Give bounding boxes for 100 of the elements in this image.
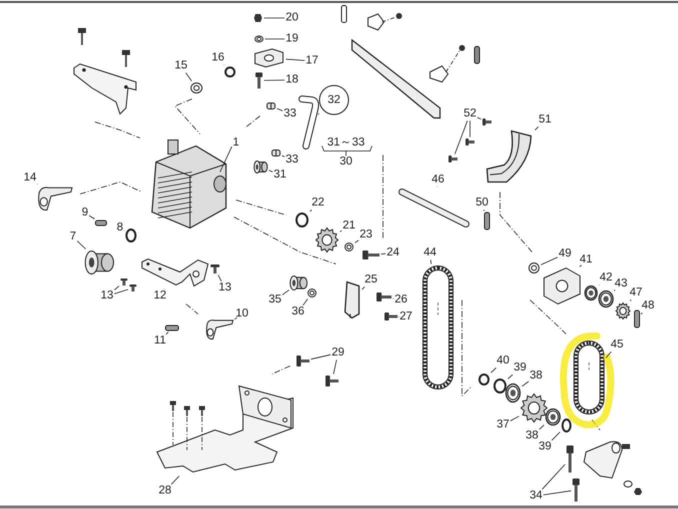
leader-line [354, 240, 359, 244]
leader-line [282, 155, 285, 158]
callout-number: 34 [530, 490, 542, 502]
bolt-drawing [448, 155, 458, 163]
leader-line [218, 274, 222, 282]
leader-line [220, 146, 232, 172]
leader-line [234, 317, 238, 320]
leader-line [540, 256, 558, 266]
callout-number: 23 [360, 229, 372, 241]
leader-line [362, 286, 365, 290]
callout-number: 46 [432, 174, 444, 186]
callout-number: 12 [154, 290, 166, 302]
leader-line [268, 170, 273, 172]
leader-line [276, 108, 283, 112]
washer-drawing [528, 262, 540, 274]
bearing-drawing [584, 285, 598, 301]
bolt-drawing [120, 278, 128, 286]
callout-number: 22 [312, 197, 324, 209]
callout-number: 44 [424, 247, 436, 259]
leader-line [310, 209, 312, 212]
leader-line [185, 72, 192, 82]
callout-number: 19 [286, 33, 298, 45]
snap-ring-drawing [224, 66, 236, 78]
assembly-range-label: 30 [340, 156, 352, 168]
leader-line [579, 264, 582, 268]
callout-number: 36 [292, 306, 304, 318]
leader-line [264, 38, 285, 40]
bolt-drawing [210, 264, 220, 274]
bushing-drawing [290, 275, 308, 291]
plate-drawing [253, 47, 285, 69]
plate-drawing [542, 266, 582, 306]
bushing-drawing [85, 250, 115, 275]
callout-number: 39 [514, 362, 526, 374]
leader-line [76, 240, 86, 250]
leader-line [333, 359, 337, 374]
leader-line [508, 374, 513, 380]
leader-line [477, 117, 482, 120]
leader-line [454, 120, 468, 154]
bolt-drawing [566, 445, 574, 473]
nut-drawing [253, 13, 263, 23]
callout-number: 26 [394, 294, 408, 306]
leader-line [640, 312, 643, 315]
callout-number: 17 [306, 55, 318, 67]
pin-drawing [95, 220, 107, 226]
callout-number: 38 [526, 430, 538, 442]
bolt-drawing [129, 284, 137, 292]
callout-number: 50 [476, 197, 488, 209]
leader-line [543, 490, 572, 496]
leader-line [286, 58, 305, 61]
sprocket-drawing [315, 227, 339, 253]
leader-line [302, 298, 308, 306]
callout-number: 41 [580, 254, 592, 266]
snap-ring-drawing [561, 418, 572, 433]
callout-number: 52 [464, 108, 476, 120]
callout-number: 29 [332, 347, 344, 359]
callout-number: 9 [82, 207, 88, 219]
leader-line [430, 259, 432, 264]
bolt-drawing [572, 478, 580, 502]
callout-number: 40 [496, 355, 510, 367]
sprocket-drawing [520, 393, 548, 423]
bolt-drawing [465, 138, 475, 146]
snap-ring-drawing [295, 212, 309, 228]
callout-number: 1 [232, 137, 240, 149]
leader-line [166, 332, 169, 335]
snap-ring-drawing [125, 228, 137, 243]
snap-ring-drawing [493, 378, 507, 394]
callout-number: 20 [286, 12, 298, 24]
callout-number: 24 [386, 247, 400, 259]
assembly-range-label: 31～33 [327, 137, 365, 149]
cover-plate-drawing [343, 280, 361, 320]
leader-line [310, 354, 331, 360]
callout-number: 14 [24, 172, 36, 184]
callout-number: 39 [538, 441, 552, 453]
hose-clamp-drawing [266, 101, 276, 111]
bolt-drawing [376, 292, 392, 302]
leader-line [534, 126, 539, 130]
chain-drawing [573, 340, 605, 415]
callout-number: 11 [154, 335, 166, 347]
callout-number: 51 [538, 114, 552, 126]
leader-line [522, 381, 529, 387]
callout-number: 28 [158, 485, 172, 497]
leader-line [606, 351, 612, 358]
callout-number: 31 [274, 169, 286, 181]
chain-drawing [422, 265, 454, 390]
callout-number: 16 [212, 52, 224, 64]
bearing-drawing [598, 290, 614, 308]
shaft-drawing [398, 188, 470, 228]
snap-ring-drawing [478, 373, 490, 386]
bearing-drawing [505, 383, 521, 403]
callout-number: 10 [236, 308, 248, 320]
sprocket-drawing [615, 302, 631, 320]
pin-drawing [165, 325, 179, 331]
callout-number: 21 [342, 220, 356, 232]
callout-number: 15 [174, 60, 188, 72]
callout-number: 38 [530, 370, 542, 382]
callout-number: 8 [116, 222, 124, 234]
bolt-drawing [482, 118, 492, 126]
bolt-drawing [362, 250, 380, 260]
hose-drawing [300, 95, 318, 150]
leader-line [264, 80, 285, 81]
